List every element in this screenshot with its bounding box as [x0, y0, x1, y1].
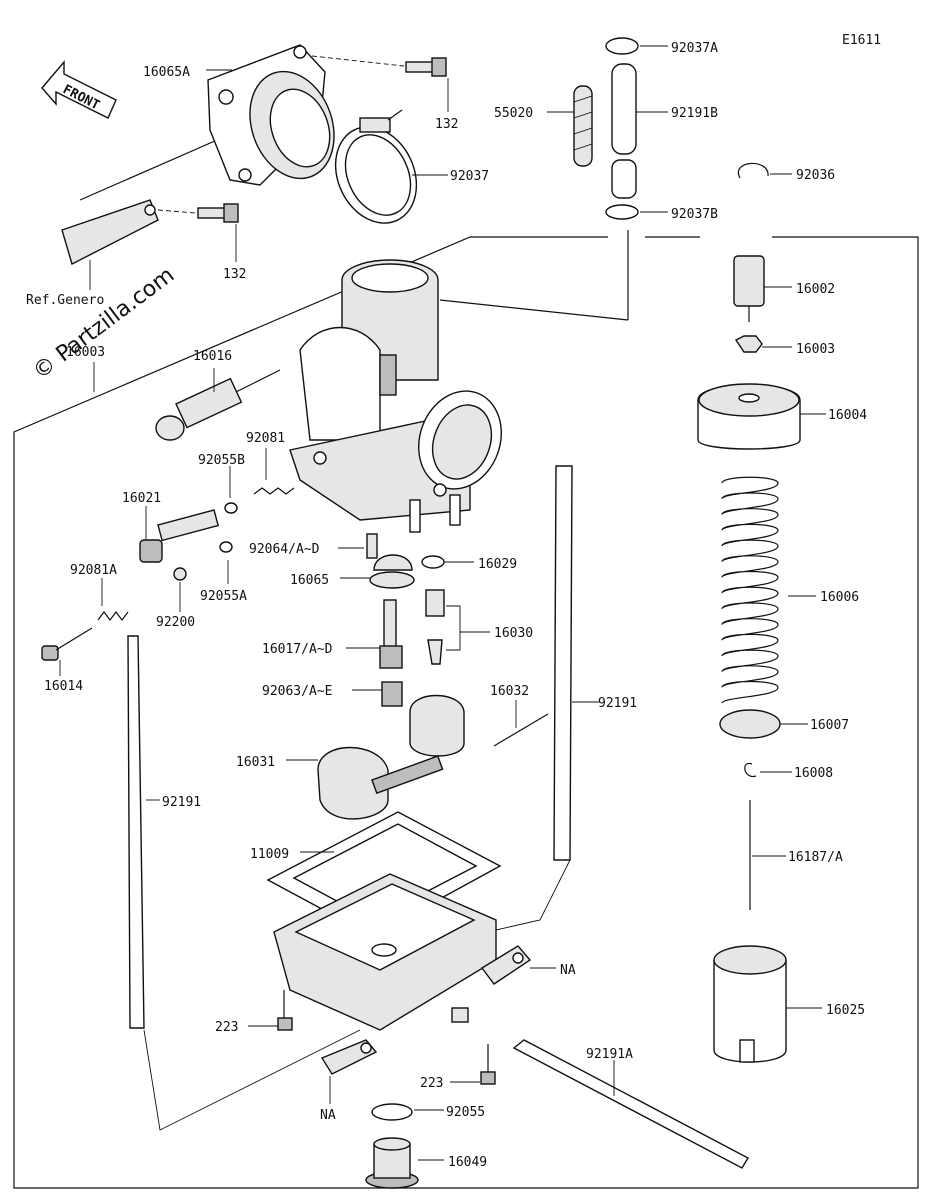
drain-plug-16049 [365, 1137, 419, 1189]
group-outline [13, 129, 919, 1189]
spring-92081a [97, 611, 129, 621]
washer-16029 [421, 555, 445, 569]
label-55020: 55020 [494, 106, 533, 121]
intake-manifold-16065a [207, 44, 335, 186]
float-16031 [317, 694, 465, 820]
pin-16032 [493, 713, 549, 747]
label-223-left: 223 [215, 1020, 238, 1035]
label-92063: 92063/A~E [262, 684, 332, 699]
bolt-132-bottom [197, 203, 239, 223]
diagram-code: E1611 [842, 33, 881, 48]
label-16016: 16016 [193, 349, 232, 364]
tube-92191b [611, 63, 637, 199]
label-92191a: 92191A [586, 1047, 633, 1062]
plate-16007 [719, 709, 781, 739]
label-16004: 16004 [828, 408, 867, 423]
label-16065: 16065 [290, 573, 329, 588]
label-92037a: 92037A [671, 41, 718, 56]
cap-16002 [733, 255, 765, 322]
tube-55020 [573, 85, 593, 167]
label-16049: 16049 [448, 1155, 487, 1170]
label-92200: 92200 [156, 615, 195, 630]
label-16029: 16029 [478, 557, 517, 572]
label-92037: 92037 [450, 169, 489, 184]
needle-jet-16065 [369, 554, 415, 589]
oring-92055 [371, 1103, 413, 1121]
washer-92200 [173, 567, 187, 581]
label-16008: 16008 [794, 766, 833, 781]
label-132-top: 132 [435, 117, 458, 132]
label-223-right: 223 [420, 1076, 443, 1091]
label-92064: 92064/A~D [249, 542, 320, 557]
label-16031: 16031 [236, 755, 275, 770]
label-11009: 11009 [250, 847, 289, 862]
label-16065a: 16065A [143, 65, 190, 80]
label-16025: 16025 [826, 1003, 865, 1018]
label-16030: 16030 [494, 626, 533, 641]
label-92037b: 92037B [671, 207, 718, 222]
label-na-left: NA [320, 1108, 336, 1123]
label-92081: 92081 [246, 431, 285, 446]
label-16017: 16017/A~D [262, 642, 333, 657]
screw-16021 [139, 509, 220, 563]
label-16187: 16187/A [788, 850, 843, 865]
hose-92191-right [553, 465, 573, 861]
jet-92064 [366, 533, 378, 559]
label-92036: 92036 [796, 168, 835, 183]
label-92191-right: 92191 [598, 696, 637, 711]
spring-16006 [721, 476, 779, 704]
label-16006: 16006 [820, 590, 859, 605]
oring-92055b [224, 502, 238, 514]
label-16003-right: 16003 [796, 342, 835, 357]
oring-92055a [219, 541, 233, 553]
bolt-132-top [405, 57, 447, 77]
ring-92037a [605, 37, 639, 55]
ring-92037b [605, 204, 639, 220]
float-bowl [273, 873, 497, 1031]
nut-16003 [734, 335, 763, 353]
label-16021: 16021 [122, 491, 161, 506]
label-92191-left: 92191 [162, 795, 201, 810]
label-92055: 92055 [446, 1105, 485, 1120]
hose-92191-left [127, 635, 145, 1029]
label-16003-left: 16003 [66, 345, 105, 360]
label-92081a: 92081A [70, 563, 117, 578]
label-92191b: 92191B [671, 106, 718, 121]
label-na-right: NA [560, 963, 576, 978]
screw-223-right [480, 1044, 496, 1085]
clip-16008 [744, 762, 757, 778]
screw-223-left [277, 990, 293, 1031]
label-16014: 16014 [44, 679, 83, 694]
label-16007: 16007 [810, 718, 849, 733]
leader-lines [59, 45, 826, 1161]
carburetor-body [289, 259, 502, 533]
clamp-92037 [334, 109, 418, 224]
bracket-na-right [480, 945, 532, 985]
screw-16014 [41, 627, 93, 661]
throttle-valve-16025 [713, 945, 787, 1063]
spring-92081 [253, 487, 295, 495]
label-92055b: 92055B [198, 453, 245, 468]
float-valve-16030 [425, 589, 445, 665]
label-132-bottom: 132 [223, 267, 246, 282]
front-arrow-icon: FRONT [41, 60, 117, 119]
top-cap-16004 [697, 383, 801, 450]
label-92055a: 92055A [200, 589, 247, 604]
choke-plunger-16016 [155, 369, 281, 441]
callout-labels: 16065A 132 92037 92037A 55020 92191B 920… [26, 41, 867, 1170]
jet-16017 [379, 599, 403, 669]
label-16002: 16002 [796, 282, 835, 297]
ref-genero-label: Ref.Genero [26, 293, 104, 308]
hose-92191a [512, 1039, 749, 1169]
bracket-na-left [320, 1039, 378, 1075]
clip-92036 [737, 162, 769, 179]
ref-genero-plate [61, 199, 159, 266]
watermark: © Partzilla.com [29, 263, 180, 385]
label-16032: 16032 [490, 684, 529, 699]
jet-92063 [381, 681, 403, 707]
